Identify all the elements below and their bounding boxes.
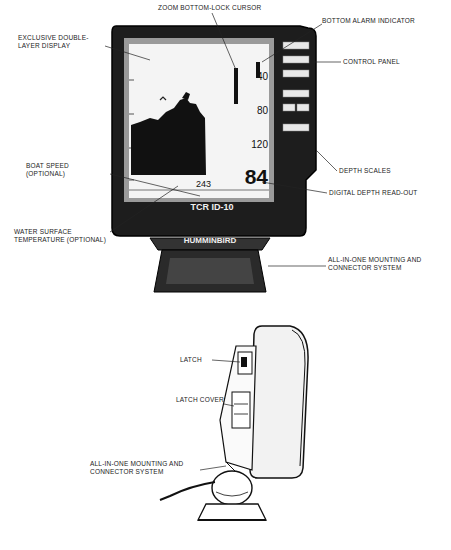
bottom-profile [131,98,206,175]
latch-cover [232,392,250,428]
callout-label: EXCLUSIVE DOUBLE-LAYER DISPLAY [18,34,106,50]
callout-label: DIGITAL DEPTH READ-OUT [329,189,444,197]
model-name: TCR ID-10 [172,203,252,212]
leader-lines [105,13,341,266]
callout-label: LATCH COVER [176,396,224,404]
mount-base [154,250,266,292]
callout-label: LATCH [180,356,212,364]
callout-label: CONTROL PANEL [343,58,433,66]
digital-depth: 84 [222,166,268,187]
callout-label: WATER SURFACE TEMPERATURE (OPTIONAL) [14,228,110,244]
brand-name: HUMMINBIRD [160,237,260,245]
depth-scale: 40 [240,72,268,82]
latch [238,352,252,374]
control-buttons [283,42,309,131]
leader-lines [200,360,240,470]
depth-scale: 80 [240,106,268,116]
screen-frame [124,38,274,202]
side-housing [250,326,308,478]
depth-scale: 120 [236,140,268,150]
callout-label: ZOOM BOTTOM-LOCK CURSOR [158,4,278,12]
callout-label: ALL-IN-ONE MOUNTING AND CONNECTOR SYSTEM [328,256,440,272]
bracket [220,346,256,470]
zoom-cursor [234,68,238,104]
cable [160,482,215,500]
callout-label: BOTTOM ALARM INDICATOR [322,17,442,25]
callout-label: DEPTH SCALES [339,167,429,175]
side-view [160,326,308,520]
boat-speed: 243 [196,180,226,189]
base-plate [198,504,266,520]
callout-label: BOAT SPEED (OPTIONAL) [26,162,110,178]
callout-label: ALL-IN-ONE MOUNTING AND CONNECTOR SYSTEM [90,460,200,476]
screen [129,44,269,198]
fish-arch [182,92,190,100]
ball-joint [212,471,252,505]
fish-arch [160,97,166,100]
